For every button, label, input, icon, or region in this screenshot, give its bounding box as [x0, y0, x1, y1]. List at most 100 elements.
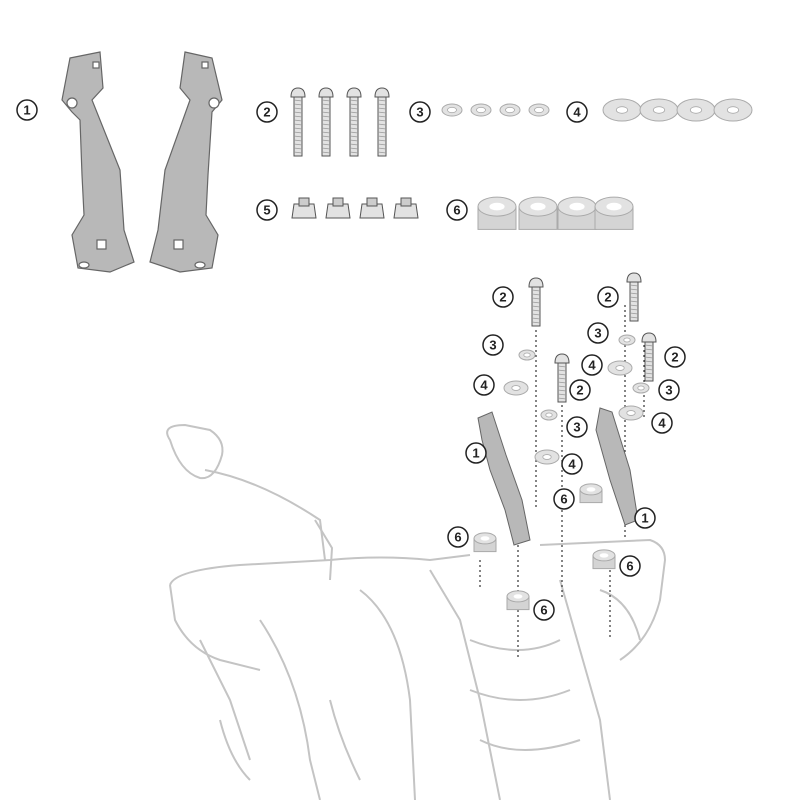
washer-hole: [534, 106, 544, 114]
washer: [676, 98, 716, 122]
part-callout-4: 4: [566, 101, 588, 123]
callout-number: 6: [560, 492, 567, 507]
washer-hole: [505, 106, 515, 114]
part-callout-2: 2: [597, 286, 619, 308]
washer-hole: [511, 385, 521, 391]
callout-circle: [651, 412, 673, 434]
bolt-thread: [321, 115, 331, 118]
callout-circle: [473, 374, 495, 396]
part-callout-5: 5: [256, 199, 278, 221]
washer-hole: [542, 454, 552, 460]
bolt-head: [554, 353, 570, 364]
bolt-thread: [377, 115, 387, 118]
bolt-head: [528, 277, 544, 288]
washer-hole: [545, 412, 553, 418]
bolt-thread: [557, 365, 567, 368]
part-callout-4: 4: [581, 354, 603, 376]
callout-circle: [553, 488, 575, 510]
callout-circle: [566, 416, 588, 438]
washer-hole: [637, 385, 645, 391]
bolt-thread: [349, 131, 359, 134]
part-callout-3: 3: [566, 416, 588, 438]
spacer: [518, 196, 558, 230]
bolt-thread: [377, 119, 387, 122]
callout-number: 3: [489, 338, 496, 353]
spacer: [594, 196, 634, 230]
washer: [618, 405, 644, 421]
callout-circle: [561, 453, 583, 475]
part-callout-6: 6: [619, 555, 641, 577]
bolt-thread: [349, 143, 359, 146]
bolt-thread: [557, 385, 567, 388]
callout-circle: [634, 507, 656, 529]
callout-number: 3: [573, 420, 580, 435]
washer-hole: [523, 352, 531, 358]
callout-circle: [447, 526, 469, 548]
bolt-thread: [349, 123, 359, 126]
washer-hole: [652, 106, 666, 114]
motorcycle-front-outline: [166, 423, 667, 800]
part-callout-2: 2: [664, 346, 686, 368]
part-callout-2: 2: [492, 286, 514, 308]
washer: [470, 103, 492, 117]
callout-circle: [619, 555, 641, 577]
bolt-thread: [377, 107, 387, 110]
bolt-thread: [293, 107, 303, 110]
bolt-thread: [321, 127, 331, 130]
bolt-thread: [321, 99, 331, 102]
callout-number: 2: [263, 105, 270, 120]
bolt-thread: [377, 139, 387, 142]
cage-nut-top: [298, 197, 310, 207]
cage-nut: [325, 197, 351, 219]
bolt-thread: [293, 127, 303, 130]
bolt-thread: [557, 377, 567, 380]
washer: [503, 380, 529, 396]
bolt-thread: [349, 103, 359, 106]
part-callout-6: 6: [553, 488, 575, 510]
part-callout-1: 1: [465, 442, 487, 464]
washer-hole: [615, 365, 625, 371]
bolt-head: [641, 332, 657, 343]
bolt-thread: [349, 127, 359, 130]
part-callout-3: 3: [482, 334, 504, 356]
bolt-thread: [531, 289, 541, 292]
callout-circle: [16, 99, 38, 121]
callout-circle: [446, 199, 468, 221]
spacer: [579, 483, 603, 504]
mounted-bracket-right: [595, 407, 639, 526]
bolt-thread: [349, 115, 359, 118]
bolt-thread: [349, 119, 359, 122]
bolt-thread: [644, 356, 654, 359]
part-callout-2: 2: [256, 101, 278, 123]
washer: [540, 409, 558, 421]
bolt-thread: [349, 151, 359, 154]
part-callout-1: 1: [634, 507, 656, 529]
bolt-thread: [293, 99, 303, 102]
part-callout-3: 3: [658, 379, 680, 401]
part-callout-6: 6: [447, 526, 469, 548]
bolt-thread: [377, 103, 387, 106]
bolt-thread: [629, 292, 639, 295]
spacer-hole: [586, 487, 596, 492]
bolt-thread: [321, 123, 331, 126]
bolt-thread: [531, 313, 541, 316]
bolt-thread: [557, 381, 567, 384]
bolt-thread: [293, 115, 303, 118]
bolt: [318, 87, 334, 157]
spacer-hole: [513, 594, 523, 599]
bolt-thread: [644, 348, 654, 351]
callout-circle: [533, 599, 555, 621]
part-callout-4: 4: [561, 453, 583, 475]
bolt-thread: [321, 103, 331, 106]
bolt-thread: [293, 123, 303, 126]
bolt-thread: [321, 147, 331, 150]
cage-nut-top: [400, 197, 412, 207]
bolt-thread: [629, 312, 639, 315]
callout-number: 6: [626, 559, 633, 574]
callout-circle: [482, 334, 504, 356]
washer: [441, 103, 463, 117]
bolt-thread: [377, 147, 387, 150]
callout-number: 2: [671, 350, 678, 365]
